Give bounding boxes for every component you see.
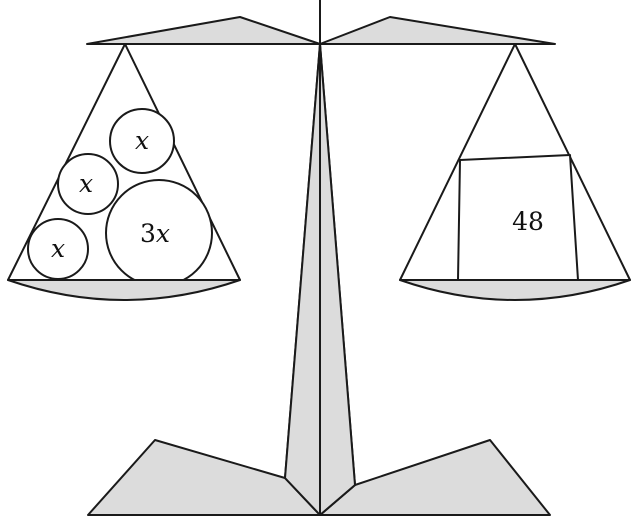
right-pan-weight: 48 <box>457 154 579 281</box>
scale-beam <box>86 16 556 45</box>
left-pan-dish <box>7 279 241 301</box>
weight-label-x: x <box>135 126 149 155</box>
weight-3x-variable: x <box>156 219 170 248</box>
weight-label-48: 48 <box>512 207 544 236</box>
weight-x-bottom: x <box>27 218 89 280</box>
weight-x-top: x <box>109 108 175 174</box>
weight-label-3x: 3x <box>140 219 170 248</box>
left-pan-weights: x x x 3x <box>27 108 213 287</box>
weight-3x-coefficient: 3 <box>140 219 156 248</box>
scale-base <box>87 439 551 516</box>
weight-label-x: x <box>51 234 65 263</box>
weight-3x: 3x <box>105 179 213 287</box>
right-pan-dish <box>399 279 631 301</box>
weight-x-middle: x <box>57 153 119 215</box>
scale-column <box>284 0 356 516</box>
weight-label-x: x <box>79 169 93 198</box>
